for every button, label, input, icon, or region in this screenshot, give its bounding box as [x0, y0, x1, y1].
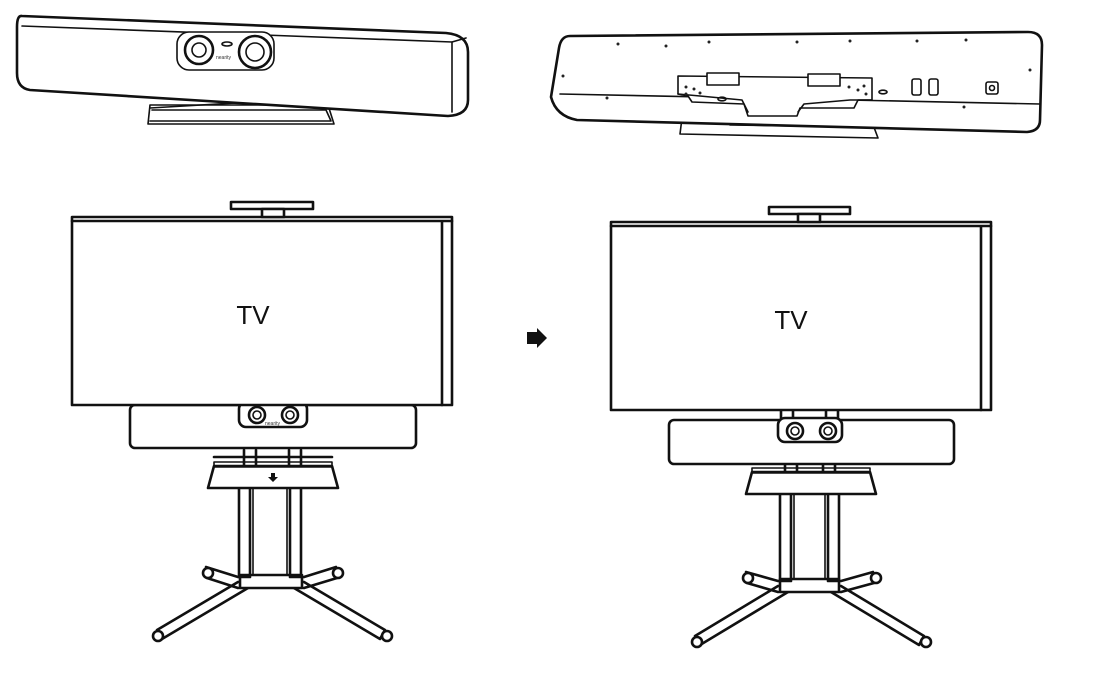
video-bar-front-view: nearity	[15, 14, 470, 125]
tv-stand-right: TV	[609, 205, 993, 649]
brand-text-front: nearity	[216, 55, 232, 61]
right-arrow-icon	[527, 328, 547, 348]
down-arrow-icon	[268, 473, 278, 482]
video-bar-rear-view	[549, 30, 1044, 139]
stand-base-left	[151, 565, 394, 643]
brand-text-left: nearity	[265, 421, 281, 427]
tv-label-right: TV	[774, 305, 808, 335]
tv-label-left: TV	[236, 300, 270, 330]
tv-stand-left: nearity TV	[70, 200, 454, 643]
stand-base-right	[690, 570, 933, 649]
